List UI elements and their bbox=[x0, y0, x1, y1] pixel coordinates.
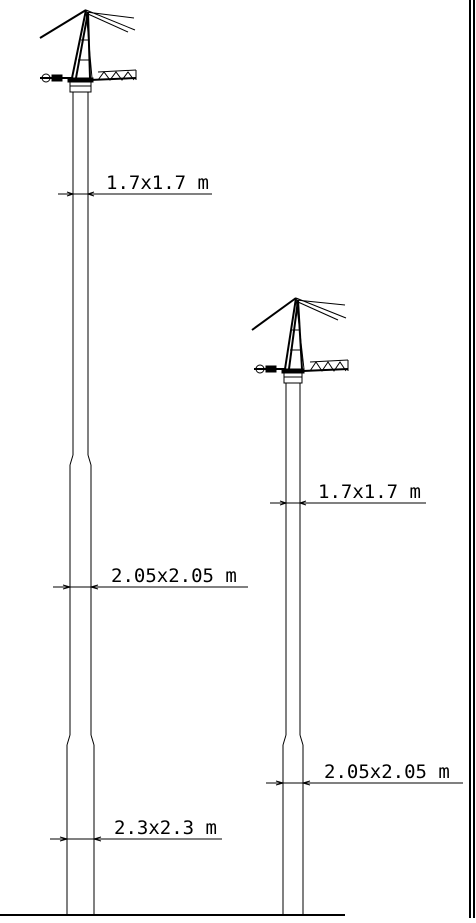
tall-crane-section-1-label: 1.7x1.7 m bbox=[106, 172, 209, 194]
tall-crane-dimension-2: 2.05x2.05 m bbox=[53, 565, 248, 590]
short-crane-slewing-unit bbox=[281, 368, 305, 384]
tall-crane-section-3-label: 2.3x2.3 m bbox=[114, 817, 217, 839]
tall-crane-section-2-label: 2.05x2.05 m bbox=[111, 565, 237, 587]
tall-crane-tower-head bbox=[39, 9, 136, 79]
tall-crane-dimension-1: 1.7x1.7 m bbox=[58, 172, 212, 197]
short-crane-tower-head bbox=[251, 297, 347, 370]
short-crane-section-1-label: 1.7x1.7 m bbox=[318, 481, 421, 503]
tall-crane-mast bbox=[66, 92, 95, 915]
tall-crane: 1.7x1.7 m 2.05x2.05 m 2.3x2.3 m bbox=[39, 9, 248, 915]
short-crane-dimension-1: 1.7x1.7 m bbox=[270, 481, 426, 506]
tall-crane-jib bbox=[40, 69, 137, 83]
short-crane-dimension-2: 2.05x2.05 m bbox=[266, 761, 463, 786]
short-crane-mast bbox=[282, 383, 304, 915]
short-crane-section-2-label: 2.05x2.05 m bbox=[324, 761, 450, 783]
short-crane-jib bbox=[254, 359, 349, 374]
tall-crane-dimension-3: 2.3x2.3 m bbox=[50, 817, 222, 842]
short-crane: 1.7x1.7 m 2.05x2.05 m bbox=[251, 297, 463, 915]
tall-crane-slewing-unit bbox=[67, 77, 94, 93]
